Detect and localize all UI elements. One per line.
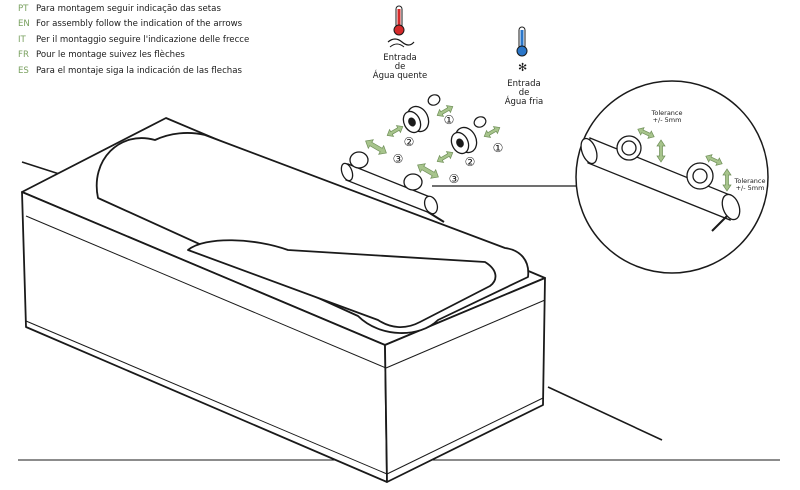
instruction-fr: FR Pour le montage suivez les flèches — [18, 48, 249, 63]
tolerance-top-label: Tolerance +/- 5mm — [651, 109, 683, 124]
instruction-pt: PT Para montagem seguir indicação das set… — [18, 2, 249, 17]
bathtub-basin-floor — [187, 239, 497, 328]
tolerance-top-line1: Tolerance — [651, 109, 683, 117]
lang-code-it: IT — [18, 34, 26, 45]
detail-green-arrows — [637, 127, 732, 192]
hot-flange — [402, 105, 430, 134]
detail-mixer-body — [580, 135, 741, 232]
tolerance-side-line1: Tolerance — [734, 177, 766, 185]
step-labels: ① ① ② ② ③ ③ — [393, 113, 504, 186]
lang-code-es: ES — [18, 65, 29, 76]
detail-arrow-vertical-right — [722, 168, 732, 192]
cold-inlet-cap — [473, 116, 487, 128]
cold-flange — [450, 126, 478, 155]
instruction-text-es: Para el montaje siga la indicación de la… — [36, 65, 242, 76]
step-1-cold: ① — [493, 141, 504, 155]
cold-thermometer-icon: ✻ — [516, 26, 528, 74]
detail-arrow-vertical-left — [656, 139, 666, 163]
tolerance-side-label: Tolerance +/- 5mm — [734, 177, 766, 192]
instruction-text-it: Per il montaggio seguire l'indicazione d… — [36, 34, 250, 45]
hot-inlet-cap — [427, 94, 441, 106]
step-3-hot: ③ — [393, 152, 404, 166]
step-1-hot: ① — [444, 113, 455, 127]
mixer-body — [340, 151, 445, 223]
hot-inlet-line1: Entrada — [383, 53, 416, 63]
lang-code-pt: PT — [18, 4, 29, 14]
instruction-text-pt: Para montagem seguir indicação das setas — [36, 4, 221, 14]
cold-inlet-line1: Entrada — [507, 79, 540, 89]
lang-code-fr: FR — [18, 50, 29, 61]
arrow-step3-cold — [417, 163, 439, 179]
step-3-cold: ③ — [449, 172, 460, 186]
arrow-step3-hot — [365, 139, 387, 155]
bathtub — [21, 117, 546, 483]
cold-inlet-line3: Água fria — [505, 95, 544, 107]
instruction-es: ES Para el montaje siga la indicación de … — [18, 64, 249, 79]
hot-inlet-line2: de — [395, 62, 406, 72]
cold-inlet-line2: de — [519, 88, 530, 98]
detail-arrow-right-horizontal — [705, 154, 723, 166]
arrow-step2-hot — [386, 125, 404, 137]
instruction-text-fr: Pour le montage suivez les flèches — [36, 50, 185, 61]
instruction-it: IT Per il montaggio seguire l'indicazione… — [18, 33, 249, 48]
arrow-step1-hot — [436, 105, 454, 117]
lang-code-en: EN — [18, 19, 30, 30]
tolerance-side-line2: +/- 5mm — [736, 184, 765, 192]
hot-inlet-label: Entrada de Água quente — [373, 53, 427, 81]
green-arrows — [365, 105, 501, 179]
hot-thermometer-icon — [387, 5, 415, 48]
hot-inlet-line3: Água quente — [373, 69, 427, 81]
instruction-text-en: For assembly follow the indication of th… — [36, 19, 243, 30]
instructions-list: PT Para montagem seguir indicação das set… — [18, 2, 249, 79]
step-2-hot: ② — [404, 135, 415, 149]
instruction-en: EN For assembly follow the indication of … — [18, 17, 249, 32]
tolerance-top-line2: +/- 5mm — [653, 116, 682, 124]
detail-view: Tolerance +/- 5mm Tolerance +/- 5mm — [575, 80, 769, 274]
cold-inlet-label: Entrada de Água fria — [505, 79, 544, 107]
snowflake-icon: ✻ — [518, 61, 527, 74]
arrow-step1-cold — [483, 126, 501, 138]
step-2-cold: ② — [465, 155, 476, 169]
detail-arrow-top-horizontal — [637, 127, 655, 139]
arrow-step2-cold — [436, 151, 454, 163]
